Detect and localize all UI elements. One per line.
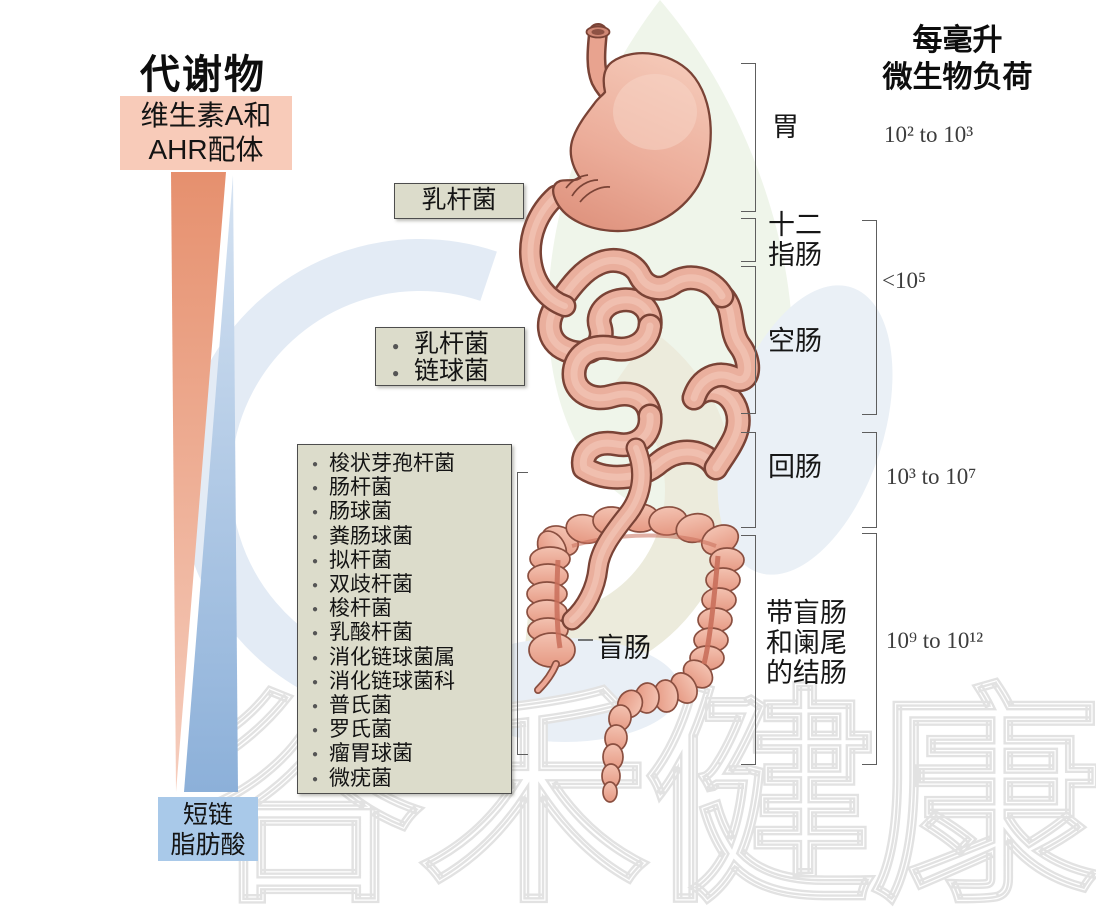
region-label-duodenum: 十二 指肠	[768, 210, 822, 270]
bacteria-item: 瘤胃球菌	[310, 742, 507, 767]
bacteria-item: 微疣菌	[310, 767, 507, 792]
duodenum	[518, 184, 577, 318]
bracket-stomach	[741, 63, 756, 212]
small-intestine-bacteria-list: 乳杆菌链球菌	[376, 328, 524, 388]
gradient-triangles	[171, 172, 238, 792]
stomach-bacteria-box: 乳杆菌	[394, 183, 524, 219]
bracket-load-ileum	[862, 432, 877, 528]
load-value-ileum: 10³ to 10⁷	[886, 464, 977, 489]
load-value-colon: 10⁹ to 10¹²	[886, 628, 984, 653]
bacteria-item: 罗氏菌	[310, 718, 507, 743]
small-intestine-bacteria-box: 乳杆菌链球菌	[375, 327, 525, 388]
bracket-load-colon	[862, 533, 877, 765]
metabolites-title: 代谢物	[140, 53, 266, 97]
bacteria-item: 乳杆菌	[388, 331, 520, 361]
bracket-duodenum	[741, 218, 756, 262]
bacteria-item: 粪肠球菌	[310, 525, 507, 550]
bacteria-item: 肠杆菌	[310, 476, 507, 501]
region-label-jejunum: 空肠	[768, 326, 822, 356]
stomach	[552, 23, 712, 233]
microbial-load-title: 每毫升 微生物负荷	[882, 24, 1033, 94]
bacteria-item: 梭杆菌	[310, 597, 507, 622]
colon-bacteria-bracket	[517, 472, 528, 755]
region-label-stomach: 胃	[772, 112, 799, 142]
cecum-label: 盲肠	[597, 633, 651, 663]
colon-bacteria-box: 梭状芽孢杆菌肠杆菌肠球菌粪肠球菌拟杆菌双歧杆菌梭杆菌乳酸杆菌消化链球菌属消化链球…	[297, 444, 512, 794]
scfa-gradient-triangle	[184, 175, 238, 792]
region-label-colon: 带盲肠 和阑尾 的结肠	[766, 598, 847, 688]
bacteria-item: 普氏菌	[310, 694, 507, 719]
bacteria-item: 拟杆菌	[310, 549, 507, 574]
bacteria-item: 消化链球菌科	[310, 670, 507, 695]
ileum	[561, 437, 652, 631]
bacteria-item: 消化链球菌属	[310, 646, 507, 671]
bacteria-item: 链球菌	[388, 358, 520, 388]
vitamin-gradient-triangle	[171, 172, 226, 792]
bacteria-item: 肠球菌	[310, 500, 507, 525]
region-label-ileum: 回肠	[768, 452, 822, 482]
bracket-colon	[741, 535, 756, 765]
bacteria-item: 梭状芽孢杆菌	[310, 452, 507, 477]
load-value-stomach: 10² to 10³	[884, 122, 974, 147]
bracket-load-small-intestine	[862, 220, 877, 415]
scfa-box: 短链 脂肪酸	[158, 797, 258, 861]
colon-bacteria-list: 梭状芽孢杆菌肠杆菌肠球菌粪肠球菌拟杆菌双歧杆菌梭杆菌乳酸杆菌消化链球菌属消化链球…	[298, 445, 511, 792]
bacteria-item: 双歧杆菌	[310, 573, 507, 598]
vitamin-ahr-box: 维生素A和 AHR配体	[120, 96, 292, 170]
bracket-jejunum	[741, 266, 756, 414]
small-intestine	[536, 248, 761, 490]
bacteria-item: 乳酸杆菌	[310, 621, 507, 646]
load-value-small-intestine: <10⁵	[882, 268, 926, 293]
bracket-ileum	[741, 432, 756, 528]
